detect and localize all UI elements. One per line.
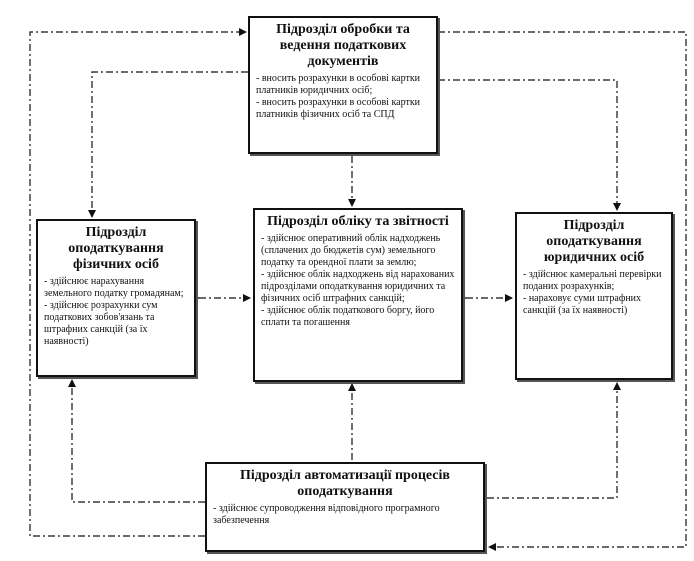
node-individuals-tax-unit: Підрозділ оподаткування фізичних осіб - … xyxy=(36,219,196,377)
node-legal-entities-tax-unit: Підрозділ оподаткування юридичних осіб -… xyxy=(515,212,673,380)
node-item: - здійснює розрахунки сум податкових зоб… xyxy=(44,300,158,347)
node-title: Підрозділ оподаткування фізичних осіб xyxy=(68,225,164,272)
node-item: - вносить розрахунки в особові картки пл… xyxy=(256,97,421,120)
node-title: Підрозділ автоматизації процесів оподатк… xyxy=(240,468,450,499)
node-tax-documents-unit: Підрозділ обробки та ведення податкових … xyxy=(248,16,438,154)
connector-top-to-left xyxy=(88,71,248,218)
node-title: Підрозділ оподаткування юридичних осіб xyxy=(543,218,645,265)
connector-outer-left-loop xyxy=(29,28,247,537)
connector-top-to-right xyxy=(438,79,621,211)
connector-outer-right-loop xyxy=(438,31,687,551)
node-title: Підрозділ обліку та звітності xyxy=(267,214,449,229)
node-item: - здійснює оперативний облік надходжень … xyxy=(261,233,441,268)
node-item: - нараховує суми штрафних санкцій (за їх… xyxy=(523,293,642,316)
connector-bottom-to-left xyxy=(68,379,205,503)
connector-bottom-to-right xyxy=(487,382,621,499)
node-accounting-reporting-unit: Підрозділ обліку та звітності - здійснює… xyxy=(253,208,463,382)
node-item: - здійснює нарахування земельного податк… xyxy=(44,276,184,299)
node-item: - здійснює камеральні перевірки поданих … xyxy=(523,269,662,292)
node-item: - здійснює облік податкового боргу, його… xyxy=(261,305,435,328)
node-automation-unit: Підрозділ автоматизації процесів оподатк… xyxy=(205,462,485,552)
node-item: - здійснює облік надходжень від нарахова… xyxy=(261,269,455,304)
node-item: - здійснює супроводження відповідного пр… xyxy=(213,503,440,526)
node-title: Підрозділ обробки та ведення податкових … xyxy=(276,22,410,69)
node-item: - вносить розрахунки в особові картки пл… xyxy=(256,73,421,96)
